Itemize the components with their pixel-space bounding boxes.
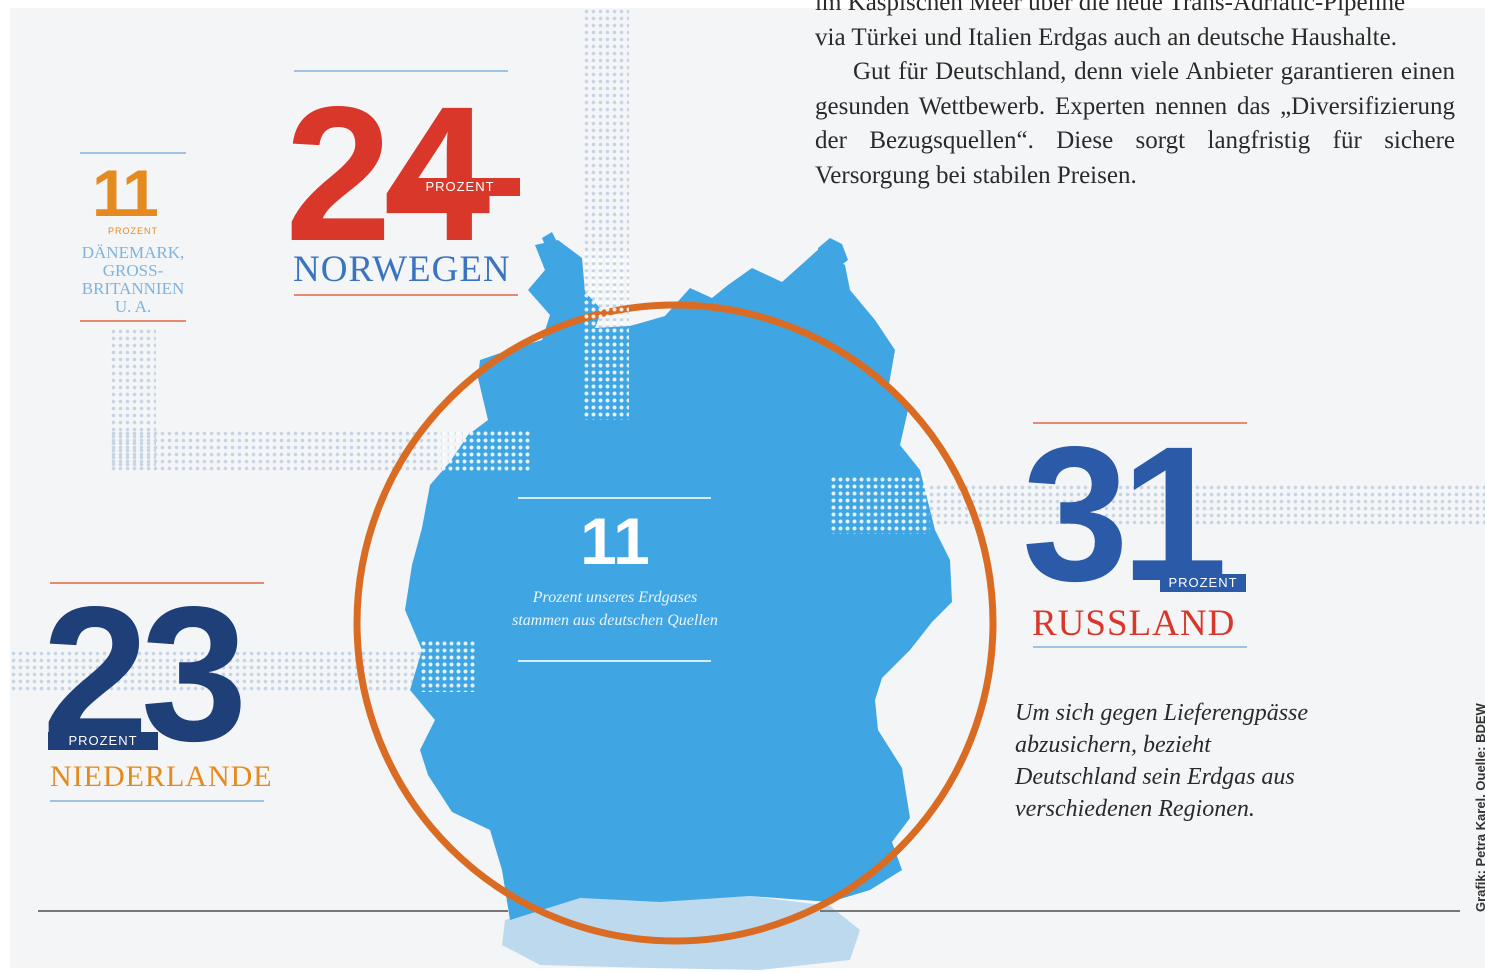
article-line-1: im Kaspischen Meer über die neue Trans-A…: [815, 0, 1406, 16]
article-line-2: via Türkei und Italien Erdgas auch an de…: [815, 23, 1397, 51]
article-text: im Kaspischen Meer über die neue Trans-A…: [815, 0, 1455, 193]
russia-rule-bottom: [1033, 646, 1247, 648]
alpine-region-shape: [502, 896, 860, 970]
norway-rule-bottom: [294, 294, 518, 296]
center-rule-top: [518, 497, 711, 499]
norway-unit: PROZENT: [400, 178, 520, 196]
dk-country-line1: DÄNEMARK,: [81, 243, 185, 262]
pipeline-russia: [830, 484, 1485, 526]
pipeline-netherlands: [10, 650, 470, 692]
bottom-rule-left: [38, 910, 508, 912]
germany-shape: [405, 240, 952, 920]
dk-country-line3: BRITANNIEN: [81, 279, 185, 298]
credit: Grafik: Petra Karel, Quelle: BDEW: [1473, 703, 1485, 912]
pipeline-west-overlay: [440, 430, 530, 472]
pipeline-north-overlay: [583, 250, 629, 420]
bottom-rule-right: [820, 910, 1460, 912]
dk-country: DÄNEMARK, GROSS- BRITANNIEN U. A.: [70, 244, 196, 316]
dk-rule-top: [80, 152, 186, 154]
russia-country: RUSSLAND: [1032, 603, 1236, 644]
nl-unit: PROZENT: [48, 732, 158, 750]
pipeline-russia-overlay: [830, 476, 930, 534]
pipeline-netherlands-overlay: [420, 640, 475, 692]
dk-value: 11: [92, 156, 159, 230]
russia-unit: PROZENT: [1160, 574, 1246, 592]
nl-rule-bottom: [50, 800, 264, 802]
article-paragraph-2: Gut für Deutschland, denn viele Anbieter…: [815, 58, 1455, 189]
nl-rule-top: [50, 582, 264, 584]
russia-rule-top: [1033, 422, 1247, 424]
norway-value: 24: [285, 66, 491, 281]
nl-country: NIEDERLANDE: [50, 760, 273, 793]
dk-country-line4: U. A.: [114, 297, 152, 316]
dk-country-line2: GROSS-: [102, 261, 164, 280]
germany-circle: [353, 301, 997, 945]
germany-map: [353, 232, 997, 970]
dk-rule-bottom: [80, 320, 186, 322]
germany-description: Prozent unseres Erdgases stammen aus deu…: [512, 589, 718, 629]
norway-rule-top: [294, 70, 508, 72]
caption: Um sich gegen Lieferengpässe abzusichern…: [1015, 700, 1309, 822]
norway-country: NORWEGEN: [293, 249, 511, 290]
germany-value: 11: [580, 504, 650, 578]
center-rule-bottom: [518, 660, 711, 662]
dk-unit: PROZENT: [107, 226, 158, 236]
